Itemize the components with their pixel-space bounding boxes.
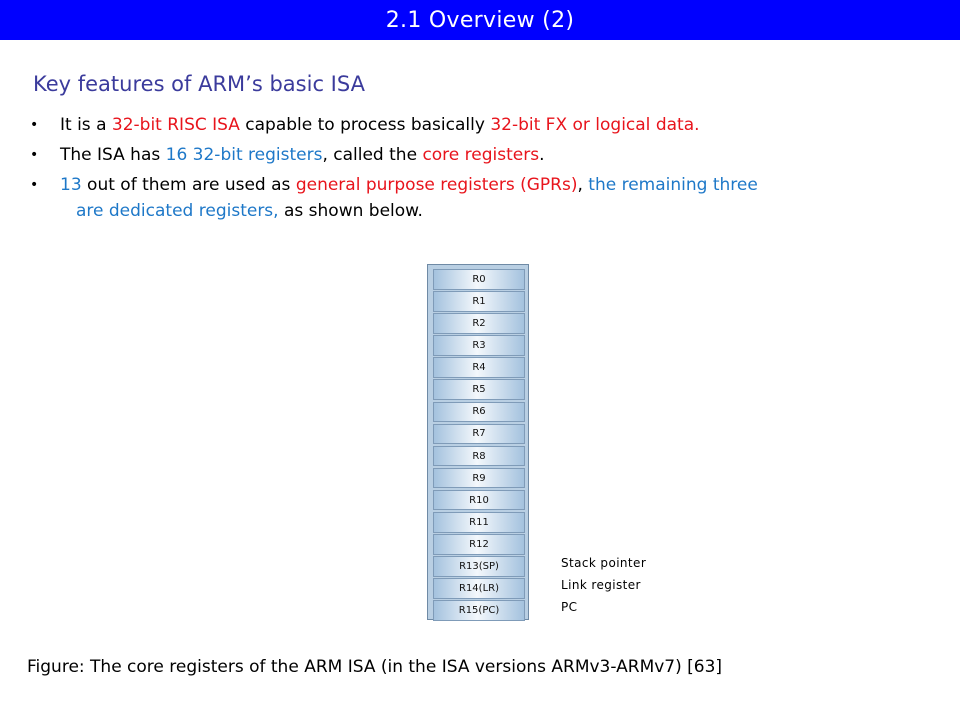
highlight-text: core registers [422,145,540,165]
bullet-list: • It is a 32-bit RISC ISA capable to pro… [30,112,950,228]
bullet-text: , called the [322,145,423,165]
register-cell: R0 [433,269,525,290]
highlight-text: 16 32-bit registers [165,145,323,165]
highlight-text: 32-bit FX or logical data. [490,115,700,135]
register-cell: R11 [433,512,525,533]
highlight-text: general purpose registers (GPRs) [295,175,578,195]
register-cell: R15(PC) [433,600,525,621]
bullet-mark: • [30,177,39,193]
bullet-mark: • [30,117,39,133]
bullet-text: . [539,145,545,165]
register-cell: R14(LR) [433,578,525,599]
pc-label: PC [561,600,578,614]
bullet-item-2: • The ISA has 16 32-bit registers, calle… [30,142,950,168]
register-cell: R4 [433,357,525,378]
register-cell: R12 [433,534,525,555]
register-cell: R10 [433,489,525,511]
bullet-text: out of them are used as [81,175,296,195]
link-register-label: Link register [561,578,641,592]
register-annotations: Stack pointer Link register PC [561,554,646,620]
bullet-text: , [577,175,589,195]
bullet-text: capable to process basically [239,115,491,135]
register-cell: R1 [433,291,525,312]
highlight-text: are dedicated registers, [76,201,279,221]
highlight-text: the remaining three [588,175,758,195]
bullet-text: The ISA has [60,145,166,165]
bullet-text: It is a [60,115,112,135]
slide-title: 2.1 Overview (2) [385,7,575,33]
register-cell: R13(SP) [433,556,525,577]
bullet-text: as shown below. [278,201,423,221]
register-cell: R5 [433,379,525,400]
stack-pointer-label: Stack pointer [561,556,647,570]
highlight-text: 13 [60,175,82,195]
register-cell: R9 [433,467,525,489]
figure-caption: Figure: The core registers of the ARM IS… [27,657,723,677]
bullet-item-1: • It is a 32-bit RISC ISA capable to pro… [30,112,950,138]
slide-subtitle: Key features of ARM’s basic ISA [33,72,365,96]
register-cell: R8 [433,445,525,467]
register-cell: R6 [433,401,525,423]
highlight-text: 32-bit RISC ISA [111,115,240,135]
register-cell: R2 [433,313,525,334]
title-bar: 2.1 Overview (2) [0,0,960,40]
register-cell: R7 [433,423,525,445]
bullet-mark: • [30,147,39,163]
register-cell: R3 [433,335,525,356]
bullet-item-3: • 13 out of them are used as general pur… [30,172,950,224]
